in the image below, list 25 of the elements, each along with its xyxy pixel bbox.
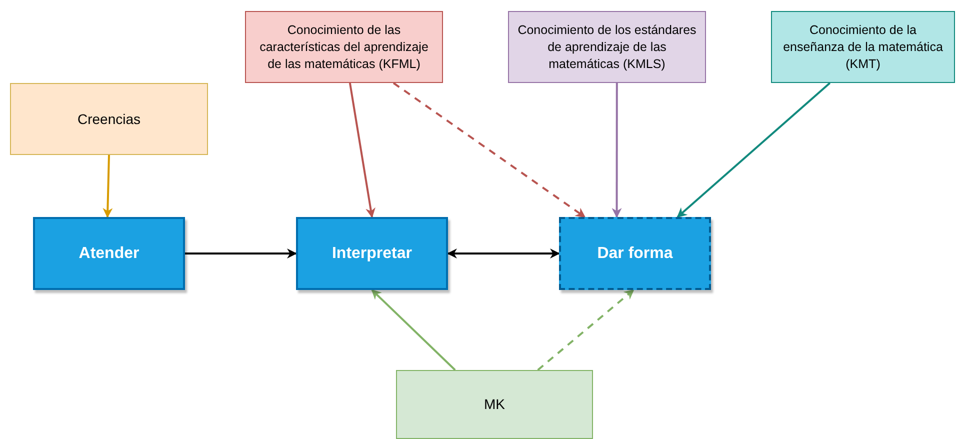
box-label: Dar forma [597,244,673,264]
arrow [185,248,297,258]
arrow [612,83,622,218]
process-box [296,217,448,290]
arrow [447,248,560,258]
process-box [771,11,955,83]
arrow [348,82,376,218]
box-label: Conocimiento de la enseñanza de la matemática (KMT) [782,22,944,72]
arrow [371,289,456,371]
box-label: Conocimiento de las características del aprendizaje de las matemáticas (KFML) [258,22,430,72]
arrow [537,289,634,371]
process-box [559,217,711,290]
arrow [392,82,586,218]
process-box [396,370,593,439]
box-label: Interpretar [332,244,412,264]
arrow [676,82,831,218]
arrow [102,154,113,218]
process-box [245,11,443,83]
box-label: Creencias [77,110,141,128]
box-label: MK [484,395,505,414]
box-label: Atender [78,244,140,264]
process-box [10,83,208,155]
process-box [33,217,185,290]
process-box [508,11,706,83]
box-label: Conocimiento de los estándares de aprendizaje de las matemáticas (KMLS) [517,22,697,72]
